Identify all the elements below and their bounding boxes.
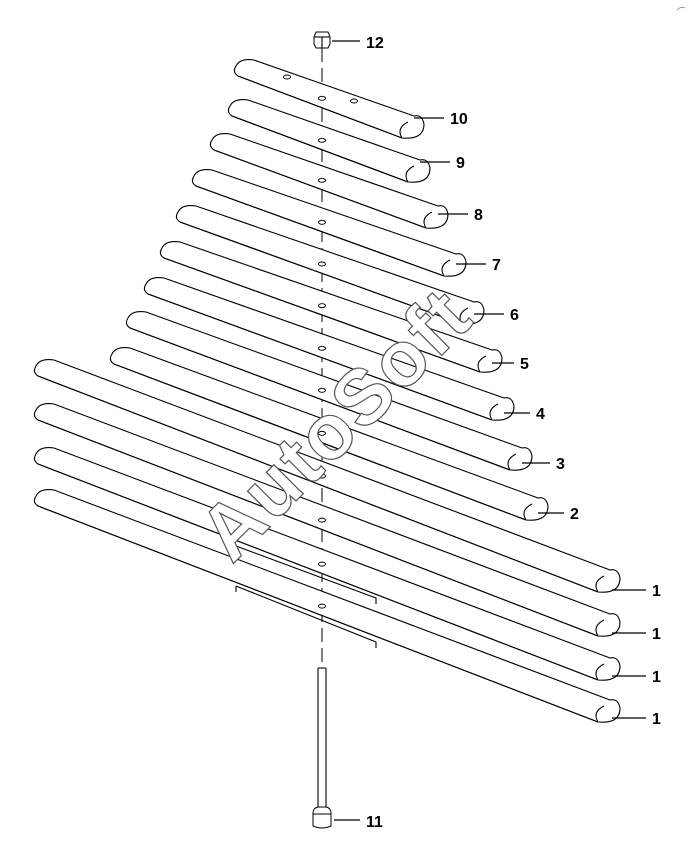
part-label-part-6: 6 xyxy=(510,307,519,324)
part-label-part-9: 9 xyxy=(456,155,465,172)
leaf-1a xyxy=(33,359,621,593)
center-hole-icon xyxy=(318,473,326,479)
corner-mark xyxy=(676,6,686,11)
leaf-10 xyxy=(233,59,425,139)
center-hole-icon xyxy=(318,517,326,523)
leaf-7 xyxy=(191,169,467,277)
leaf-5 xyxy=(159,241,503,373)
plate-hole-icon xyxy=(283,74,291,80)
part-label-part-3: 3 xyxy=(556,456,565,473)
leaf-3 xyxy=(125,311,533,471)
leaf-9 xyxy=(227,99,431,183)
part-label-part-1d: 1 xyxy=(652,711,661,728)
part-label-part-11: 11 xyxy=(366,814,383,831)
leaf-1b xyxy=(33,403,621,637)
center-hole-icon xyxy=(318,137,326,143)
rebound-strip xyxy=(235,545,377,604)
leaf-2 xyxy=(109,347,549,521)
nut-bottom-icon xyxy=(312,806,332,829)
center-hole-icon xyxy=(318,95,326,101)
rebound-strip xyxy=(235,585,377,648)
part-label-part-8: 8 xyxy=(474,207,483,224)
leaf-6 xyxy=(175,205,485,325)
part-label-part-2: 2 xyxy=(570,506,579,523)
nut-top-icon xyxy=(313,31,331,49)
part-label-part-7: 7 xyxy=(492,257,501,274)
part-label-part-10: 10 xyxy=(450,111,468,128)
leaf-1c xyxy=(33,447,621,681)
center-hole-icon xyxy=(318,603,326,609)
leaf-4 xyxy=(143,277,515,421)
leaf-1d xyxy=(33,489,621,723)
center-hole-icon xyxy=(318,303,326,309)
center-hole-icon xyxy=(318,561,326,567)
spring-leaves xyxy=(33,59,621,723)
center-bolt-rod xyxy=(317,667,327,808)
part-label-part-1b: 1 xyxy=(652,626,661,643)
part-label-part-1c: 1 xyxy=(652,669,661,686)
part-label-part-1a: 1 xyxy=(652,583,661,600)
center-hole-icon xyxy=(318,387,326,393)
part-label-part-12: 12 xyxy=(366,35,384,52)
center-hole-icon xyxy=(318,430,326,436)
center-hole-icon xyxy=(318,219,326,225)
center-hole-icon xyxy=(318,177,326,183)
part-label-part-4: 4 xyxy=(536,406,545,423)
center-hole-icon xyxy=(318,345,326,351)
part-label-part-5: 5 xyxy=(520,356,529,373)
center-hole-icon xyxy=(318,261,326,267)
plate-hole-icon xyxy=(350,98,358,104)
